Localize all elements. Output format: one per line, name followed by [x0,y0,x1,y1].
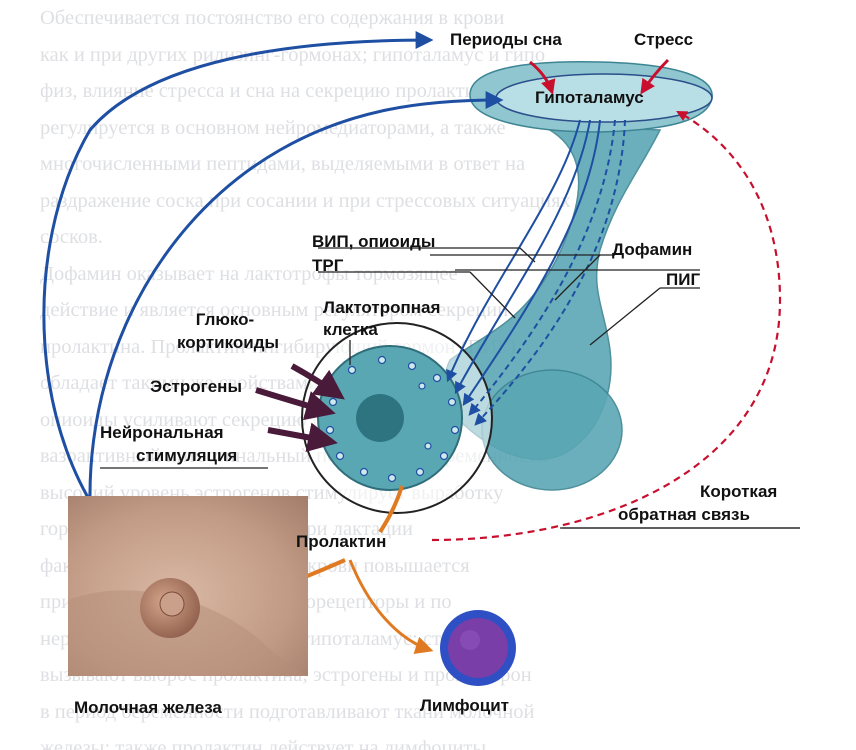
label-sleep-periods: Периоды сна [450,30,562,49]
label-pig: ПИГ [666,270,700,289]
label-lymphocyte: Лимфоцит [420,696,509,715]
label-glucocorticoids-line2: кортикоиды [160,333,296,352]
label-hypothalamus: Гипоталамус [535,88,644,107]
mammary-gland-image [68,496,308,676]
label-mammary-gland: Молочная железа [74,698,222,717]
label-lactotroph-line2: клетка [323,320,378,339]
label-vip-opioids: ВИП, опиоиды [312,232,435,251]
label-neural-stim-line1: Нейрональная [100,423,224,442]
lactotroph-nucleus [356,394,404,442]
label-short-feedback-line1: Короткая [700,482,777,501]
label-glucocorticoids-line1: Глюко- [155,310,295,329]
posterior-lobe [482,370,622,490]
label-short-feedback-line2: обратная связь [618,505,750,524]
label-dopamine: Дофамин [612,240,692,259]
prolactin-to-lymphocyte-arrow [350,560,430,650]
label-stress: Стресс [634,30,693,49]
label-trg: ТРГ [312,256,343,275]
label-prolactin: Пролактин [296,532,386,551]
label-estrogens: Эстрогены [150,377,242,396]
lymphocyte-cell [440,610,516,686]
label-lactotroph-line1: Лактотропная [323,298,440,317]
label-neural-stim-line2: стимуляция [136,446,237,465]
